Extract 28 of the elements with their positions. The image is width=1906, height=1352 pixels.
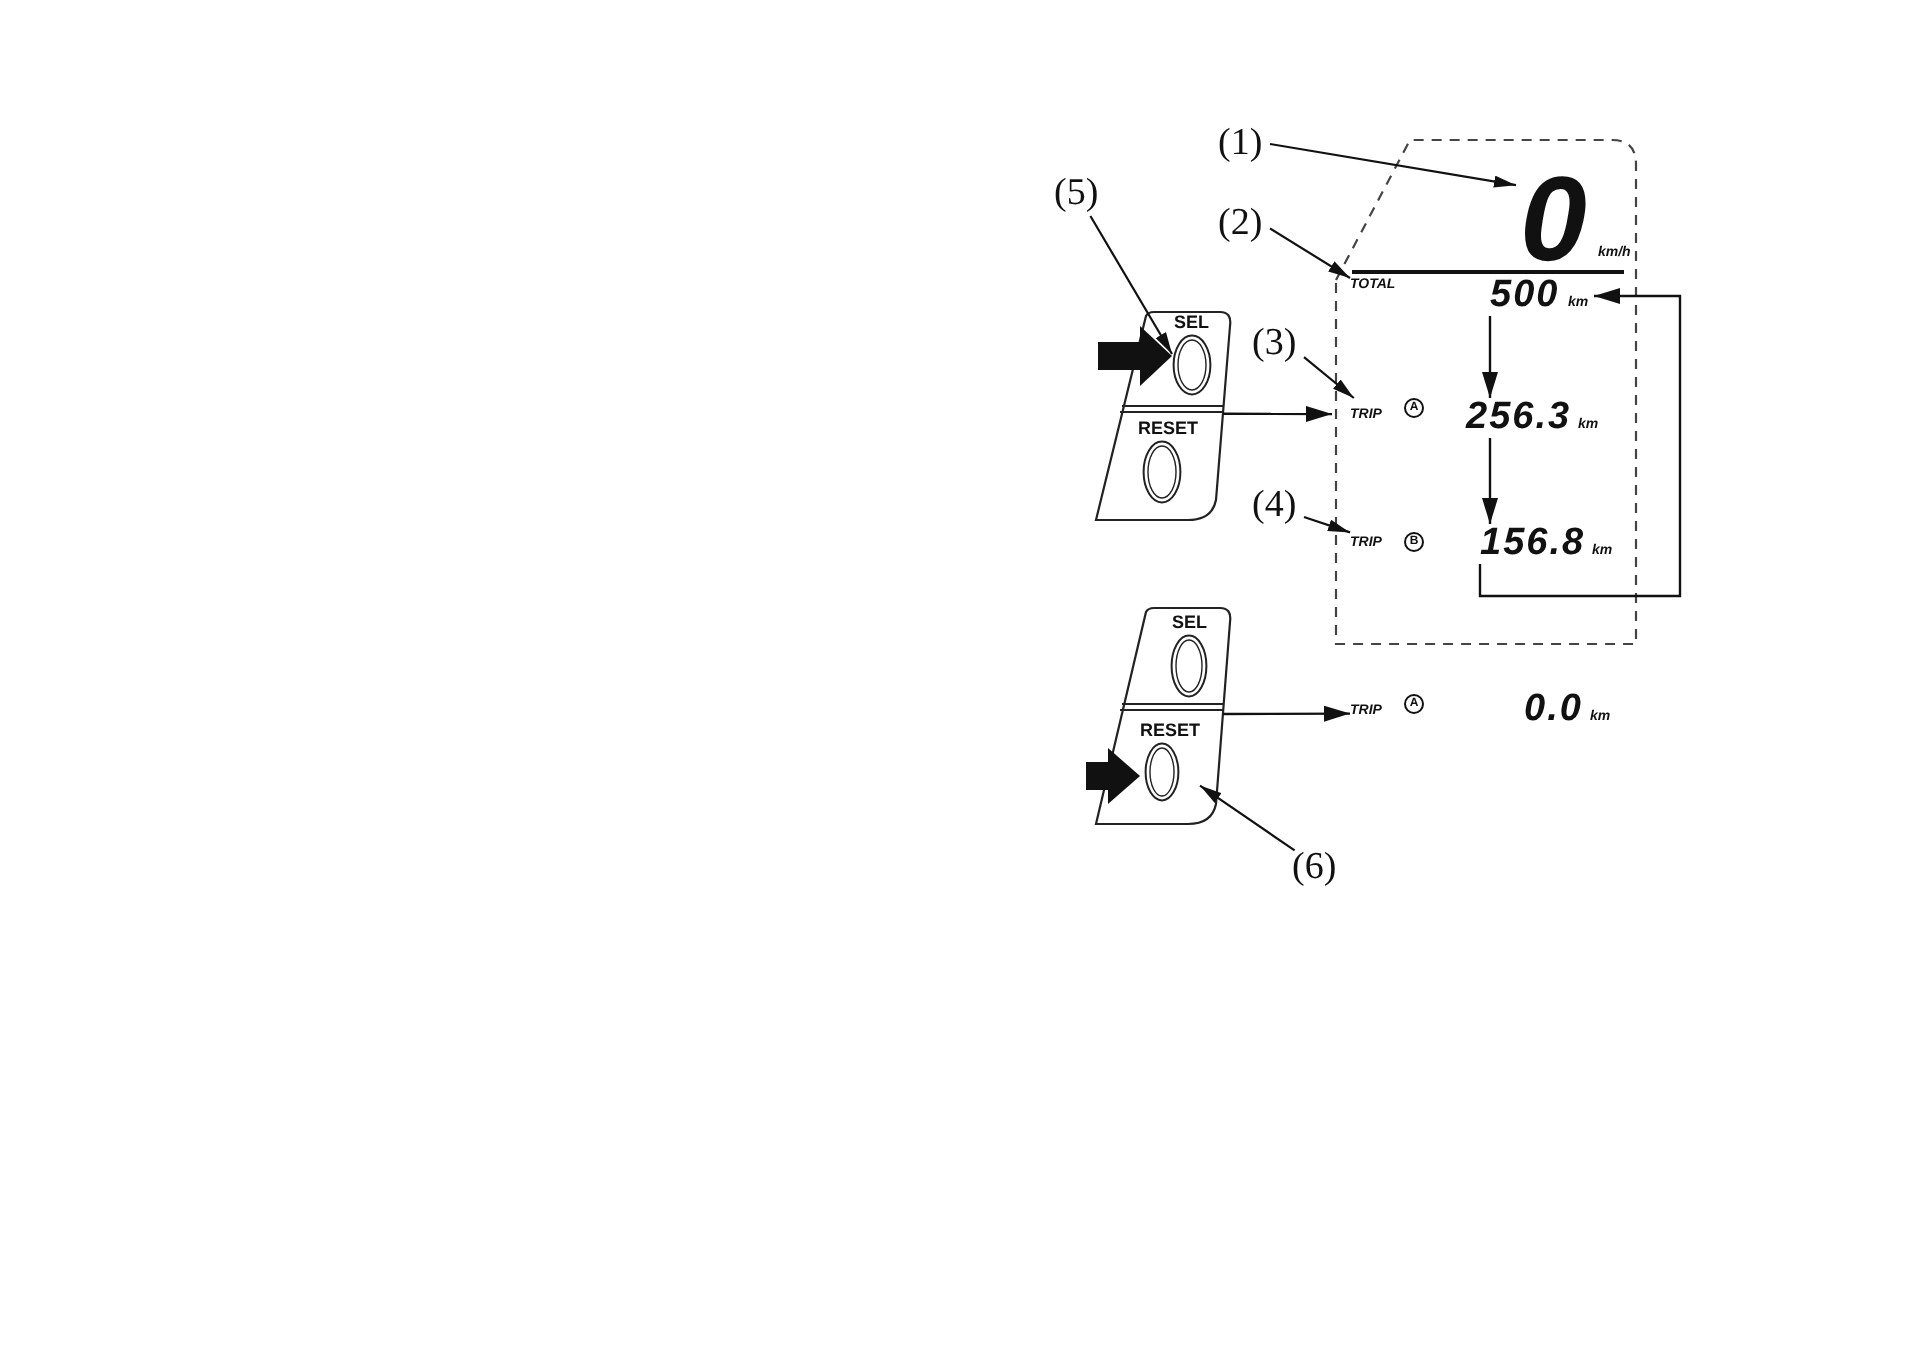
push-arrow bbox=[1086, 748, 1140, 804]
odometer-reading: 500 bbox=[1490, 276, 1560, 316]
push-arrow bbox=[1098, 326, 1172, 386]
callout-number: (2) bbox=[1218, 202, 1263, 246]
arrow bbox=[1482, 438, 1498, 524]
callout-number: (5) bbox=[1054, 172, 1099, 216]
leader-line bbox=[1269, 227, 1351, 279]
leader-line bbox=[1089, 215, 1173, 355]
arrow bbox=[1482, 316, 1498, 398]
leader-line bbox=[1303, 515, 1351, 534]
leader-line bbox=[1269, 142, 1517, 188]
trip-reading: 256.3 bbox=[1466, 398, 1572, 438]
arrow bbox=[1478, 288, 1682, 598]
button-label: RESET bbox=[1140, 720, 1201, 740]
button-label: SEL bbox=[1174, 312, 1210, 332]
button-label: SEL bbox=[1172, 612, 1208, 632]
callout-number: (1) bbox=[1218, 122, 1263, 166]
trip-reading: 0.0 bbox=[1524, 690, 1583, 730]
button-label: RESET bbox=[1138, 418, 1199, 438]
arrow bbox=[1223, 705, 1350, 722]
callout-number: (3) bbox=[1252, 322, 1297, 366]
speed-digit: 0 bbox=[1520, 168, 1587, 270]
callout-number: (4) bbox=[1252, 484, 1297, 528]
callout-number: (6) bbox=[1292, 846, 1337, 890]
arrow bbox=[1223, 405, 1332, 422]
leader-line bbox=[1199, 784, 1296, 852]
leader-line bbox=[1303, 356, 1355, 399]
trip-reading: 156.8 bbox=[1480, 524, 1586, 564]
